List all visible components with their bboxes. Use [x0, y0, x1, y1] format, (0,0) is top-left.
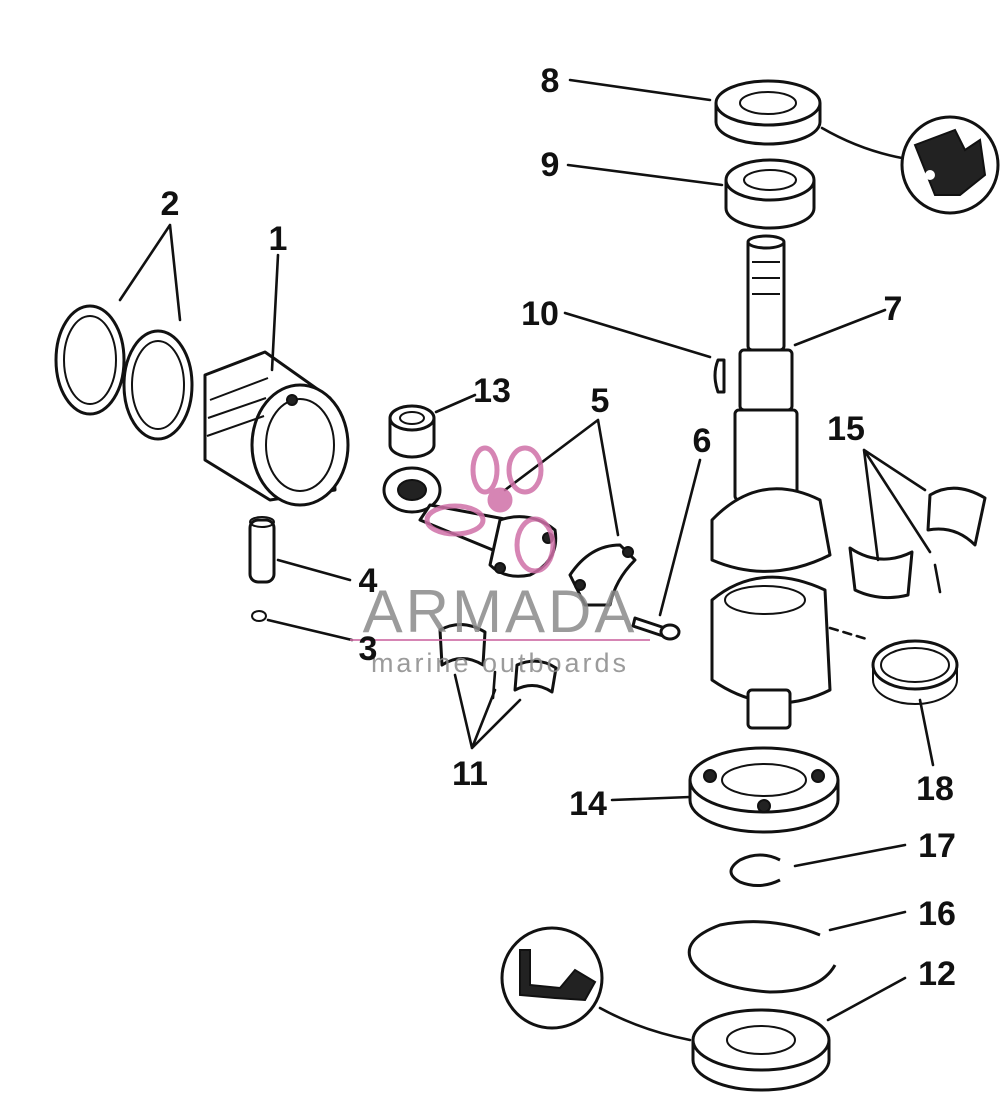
callout-labels: 1 2 3 4 5 6 7 8 9 10 11 12 13 14 15 16 1…: [161, 62, 956, 993]
callout-15: 15: [827, 410, 865, 448]
crankshaft-seal-ring: [871, 639, 959, 705]
callout-3: 3: [359, 630, 378, 668]
callout-4: 4: [359, 562, 378, 600]
watermark-logo-icon: [424, 445, 556, 574]
small-retaining-ring: [729, 853, 781, 887]
callout-6: 6: [693, 422, 712, 460]
main-bearing-halves: [848, 486, 987, 600]
callout-7: 7: [884, 290, 903, 328]
callout-9: 9: [541, 146, 560, 184]
watermark-subtitle: marine outboards: [371, 648, 629, 678]
lower-seal: [691, 1008, 831, 1092]
callout-18: 18: [916, 770, 954, 808]
watermark-title: ARMADA: [363, 578, 638, 645]
lower-ball-bearing: [688, 746, 840, 834]
callout-13: 13: [473, 372, 511, 410]
pin-retainer: [251, 610, 267, 622]
callout-11: 11: [452, 755, 488, 793]
callout-17: 17: [918, 827, 956, 865]
callout-12: 12: [918, 955, 956, 993]
callout-5: 5: [591, 382, 610, 420]
wrist-pin: [248, 516, 276, 584]
upper-seal: [714, 79, 822, 146]
piston: [203, 350, 350, 507]
connecting-rod: [382, 466, 558, 578]
callout-2: 2: [161, 185, 180, 223]
rod-cap: [568, 543, 637, 607]
sealant-callout-icon: [820, 115, 1000, 215]
leader-lines: [118, 78, 935, 1022]
woodruff-key: [713, 358, 726, 394]
callout-14: 14: [569, 785, 607, 823]
sealant-callout-icon-lower: [500, 926, 692, 1042]
callout-16: 16: [918, 895, 956, 933]
callout-1: 1: [269, 220, 288, 258]
callout-8: 8: [541, 62, 560, 100]
watermark: ARMADA marine outboards: [350, 445, 650, 678]
large-retaining-ring: [687, 920, 837, 994]
callout-10: 10: [521, 295, 559, 333]
rod-bolt: [631, 616, 681, 641]
crankshaft: [710, 234, 832, 730]
piston-rings: [54, 304, 194, 441]
needle-bearing: [388, 404, 436, 459]
upper-roller-bearing: [724, 158, 816, 230]
